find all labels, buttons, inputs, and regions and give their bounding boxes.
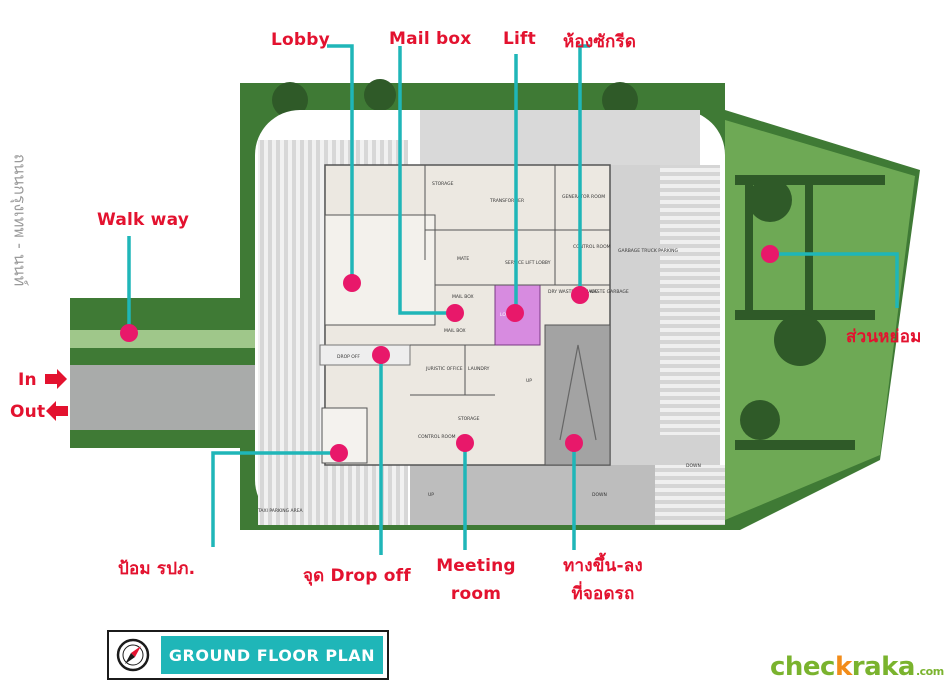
parking-bays [660, 165, 720, 435]
upper-court [420, 110, 700, 165]
garden-col-2 [805, 175, 813, 315]
entrance-road [70, 365, 260, 430]
label-garden: ส่วนหย่อม [846, 327, 922, 347]
room-generator: GENERATOR ROOM [562, 194, 605, 200]
tree [748, 178, 792, 222]
room-wet-waste: WET WASTE GARBAGE [578, 289, 629, 295]
garden-col-1 [745, 175, 753, 315]
label-lobby: Lobby [271, 30, 330, 50]
room-storage-2: STORAGE [458, 416, 480, 422]
room-juristic: JURISTIC OFFICE [425, 366, 463, 372]
arrow-left-icon [46, 401, 68, 421]
room-control-1: CONTROL ROOM [573, 244, 611, 250]
ramp-arrow [559, 344, 597, 441]
label-meeting-line1: Meeting [436, 556, 516, 576]
leader-mailbox [398, 46, 455, 315]
label-garbage: ห้องซักรีด [563, 32, 637, 52]
room-dropoff: DROP OFF [337, 354, 360, 360]
room-laundry: LAUNDRY [468, 366, 490, 372]
leader-lobby [327, 44, 354, 283]
marker-garbage [571, 286, 589, 304]
arrow-right-icon [45, 369, 67, 389]
marker-dropoff [372, 346, 390, 364]
room-garbage-truck: GARBAGE TRUCK PARKING [618, 248, 679, 254]
lower-drive [410, 465, 660, 525]
marker-guard [330, 444, 348, 462]
room-down-2: DOWN [686, 463, 701, 469]
dropoff-strip [319, 344, 411, 366]
label-ramp-line1: ทางขึ้น-ลง [563, 556, 643, 576]
room-transformer: TRANSFORMER [489, 198, 524, 204]
marker-ramp [565, 434, 583, 452]
room-up-2: UP [526, 378, 532, 384]
marker-walkway [120, 324, 138, 342]
garden-row-3 [735, 440, 855, 450]
marker-meeting [456, 434, 474, 452]
label-in: In [18, 370, 37, 390]
label-mailbox: Mail box [389, 29, 472, 49]
marker-lobby [343, 274, 361, 292]
tree [272, 82, 308, 118]
leader-garbage [578, 44, 590, 295]
brand-k: k [834, 652, 852, 682]
label-walkway: Walk way [97, 210, 190, 230]
room-control-2: CONTROL ROOM [418, 434, 456, 440]
leader-guard [211, 451, 339, 547]
marker-garden [761, 245, 779, 263]
lobby-room [324, 214, 436, 326]
plan-title-box: GROUND FLOOR PLAN [107, 630, 389, 680]
leader-garden [770, 252, 899, 308]
label-meeting-line2: room [450, 584, 502, 604]
tree [774, 314, 826, 366]
room-up-1: UP [428, 492, 434, 498]
marker-lift [506, 304, 524, 322]
plan-title: GROUND FLOOR PLAN [161, 636, 383, 674]
room-down-1: DOWN [592, 492, 607, 498]
room-mate: MATE [457, 256, 469, 262]
label-ramp: ทางขึ้น-ลง ที่จอดรถ [548, 552, 658, 608]
room-service-lift: SERVICE LIFT LOBBY [505, 260, 551, 266]
side-road-text: ถนนกรุงเทพ - นนท์ [10, 153, 30, 287]
room-mailbox: MAIL BOX [452, 294, 474, 300]
label-guard: ป้อม รปภ. [118, 559, 196, 579]
room-mailbox-2: MAIL BOX [444, 328, 466, 334]
room-taxi: TAXI PARKING AREA [257, 508, 304, 514]
room-storage: STORAGE [432, 181, 454, 187]
brand-rest: raka [851, 652, 916, 682]
brand-suffix: .com [915, 665, 944, 678]
brand-main: chec [770, 652, 835, 682]
label-meeting: Meeting room [436, 552, 516, 608]
lower-parking [655, 465, 725, 525]
label-ramp-line2: ที่จอดรถ [571, 584, 635, 604]
side-road-label: ถนนกรุงเทพ - นนท์ [8, 140, 30, 300]
tree [364, 79, 396, 111]
label-dropoff: จุด Drop off [303, 566, 411, 586]
walkway-path [70, 330, 260, 348]
compass-icon [116, 638, 150, 672]
marker-mailbox [446, 304, 464, 322]
tree [602, 82, 638, 118]
label-out: Out [10, 402, 46, 422]
tree [740, 400, 780, 440]
brand-logo: checkraka.com [770, 652, 944, 682]
label-lift: Lift [503, 29, 536, 49]
